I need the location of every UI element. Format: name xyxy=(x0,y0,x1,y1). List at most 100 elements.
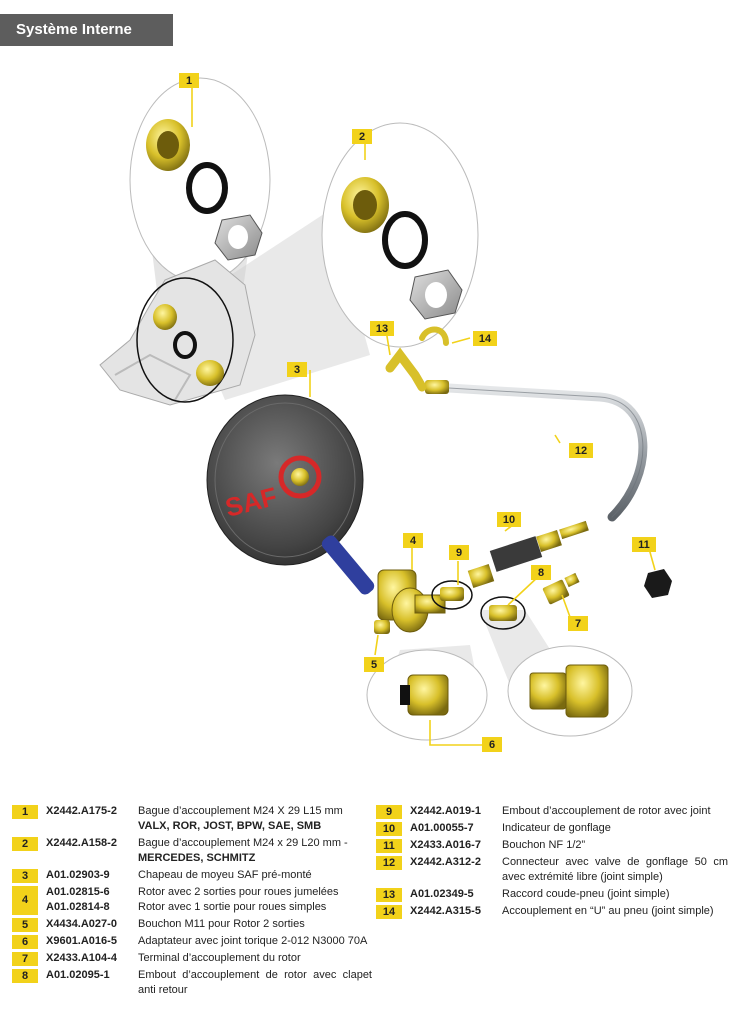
coupling-ring-1-icon xyxy=(146,119,190,171)
part-code: A01.02349-5 xyxy=(410,888,474,900)
tag-12: 12 xyxy=(569,443,593,458)
part-row: 14 X2442.A315-5 Accouplement en “U” au pne… xyxy=(376,904,728,919)
cap-part-5 xyxy=(374,620,390,634)
part-row: 6 X9601.A016-5 Adaptateur avec joint toriq… xyxy=(12,934,372,949)
part-number-badge: 1 xyxy=(12,805,38,819)
part-row: 3 A01.02903-9 Chapeau de moyeu SAF pré-mon… xyxy=(12,868,372,883)
tag-2: 2 xyxy=(352,129,372,144)
o-ring-2-icon xyxy=(382,211,428,269)
svg-text:7: 7 xyxy=(575,618,581,630)
connector-tube xyxy=(427,382,648,522)
plug-part-11 xyxy=(644,569,672,598)
tag-3: 3 xyxy=(287,362,307,377)
part-row: 12 X2442.A312-2 Connecteur avec valve de g… xyxy=(376,855,728,885)
inflation-indicator xyxy=(467,520,589,588)
part-code: X2433.A016-7 xyxy=(410,839,481,851)
svg-text:11: 11 xyxy=(638,539,650,551)
o-ring-1-icon xyxy=(186,162,228,214)
tag-14: 14 xyxy=(473,331,497,346)
zoom-ring-part-8 xyxy=(480,596,526,630)
part-code: X2442.A312-2 xyxy=(410,856,481,868)
part-code: A01.02815-6 xyxy=(46,886,110,898)
part-description: Rotor avec 1 sortie pour roues simples xyxy=(138,901,327,913)
zoom-ring-part-9 xyxy=(431,580,473,610)
part-number-badge: 13 xyxy=(376,888,402,902)
svg-text:5: 5 xyxy=(371,659,377,671)
part-description: Bouchon NF 1/2” xyxy=(502,839,586,851)
part-code: X2433.A104-4 xyxy=(46,952,117,964)
svg-text:8: 8 xyxy=(538,567,544,579)
part-code: X9601.A016-5 xyxy=(46,935,117,947)
svg-text:9: 9 xyxy=(456,547,462,559)
zoom-bubble-part-1 xyxy=(129,77,271,283)
part-number-badge: 11 xyxy=(376,839,402,853)
svg-text:14: 14 xyxy=(479,333,492,345)
tag-8: 8 xyxy=(531,565,551,580)
part-description: Terminal d’accouplement du rotor xyxy=(138,952,301,964)
svg-text:3: 3 xyxy=(294,364,300,376)
blue-rod xyxy=(321,535,375,595)
u-coupling xyxy=(419,326,449,346)
coupling-ring-2-icon xyxy=(341,177,389,233)
part-number-badge: 6 xyxy=(12,935,38,949)
zoom-bubble-part-6 xyxy=(366,649,488,741)
part-description: Embout d’accouplement de rotor avec join… xyxy=(502,805,711,817)
part-number-badge: 9 xyxy=(376,805,402,819)
svg-text:2: 2 xyxy=(359,131,365,143)
part-brands: VALX, ROR, JOST, BPW, SAE, SMB xyxy=(138,820,322,832)
tag-10: 10 xyxy=(497,512,521,527)
zoom-bubble-part-2 xyxy=(321,122,479,348)
part-description: Raccord coude-pneu (joint simple) xyxy=(502,888,670,900)
tag-5: 5 xyxy=(364,657,384,672)
svg-text:1: 1 xyxy=(186,75,192,87)
part-brands: MERCEDES, SCHMITZ xyxy=(138,852,256,864)
part-description: Chapeau de moyeu SAF pré-monté xyxy=(138,869,312,881)
hub-housing xyxy=(99,259,256,406)
rotor xyxy=(377,569,446,633)
part-description: Connecteur avec valve de gonflage 50 cm … xyxy=(502,856,728,883)
part-number-badge: 12 xyxy=(376,856,402,870)
svg-text:6: 6 xyxy=(489,739,495,751)
part-number-badge: 5 xyxy=(12,918,38,932)
leader-lines xyxy=(191,80,656,746)
part-code: X2442.A158-2 xyxy=(46,837,117,849)
part-row: 5 X4434.A027-0 Bouchon M11 pour Rotor 2 so… xyxy=(12,917,372,932)
tag-13: 13 xyxy=(370,321,394,336)
part-number-badge: 7 xyxy=(12,952,38,966)
part-row: 13 A01.02349-5 Raccord coude-pneu (joint s… xyxy=(376,887,728,902)
part-code: A01.02814-8 xyxy=(46,901,110,913)
part-description: Accouplement en “U” au pneu (joint simpl… xyxy=(502,905,714,917)
exploded-parts-diagram: SAF xyxy=(99,73,672,752)
hub-cap: SAF xyxy=(206,394,364,566)
part-number-badge: 3 xyxy=(12,869,38,883)
part-number-badge: 14 xyxy=(376,905,402,919)
part-row: 11 X2433.A016-7 Bouchon NF 1/2” xyxy=(376,838,728,853)
svg-text:13: 13 xyxy=(376,323,388,335)
part-code: A01.02095-1 xyxy=(46,969,110,981)
part-code: A01.02903-9 xyxy=(46,869,110,881)
zoom-bubble-part-8 xyxy=(507,645,633,737)
part-code: X4434.A027-0 xyxy=(46,918,117,930)
part-code: X2442.A315-5 xyxy=(410,905,481,917)
part-row: 7 X2433.A104-4 Terminal d’accouplement du … xyxy=(12,951,372,966)
tag-7: 7 xyxy=(568,616,588,631)
tag-1: 1 xyxy=(179,73,199,88)
part-description: Rotor avec 2 sorties pour roues jumelées xyxy=(138,886,339,898)
tag-11: 11 xyxy=(632,537,656,552)
part-row: 4 A01.02815-6 Rotor avec 2 sorties pour ro… xyxy=(12,885,372,915)
part-number-badge: 10 xyxy=(376,822,402,836)
part-number-badge: 2 xyxy=(12,837,38,851)
part-number-badge: 4 xyxy=(12,886,38,915)
svg-text:10: 10 xyxy=(503,514,515,526)
elbow-fitting xyxy=(385,347,427,392)
section-title: Système Interne xyxy=(0,14,173,46)
part-description: Bouchon M11 pour Rotor 2 sorties xyxy=(138,918,305,930)
part-description: Adaptateur avec joint torique 2-012 N300… xyxy=(138,935,368,947)
